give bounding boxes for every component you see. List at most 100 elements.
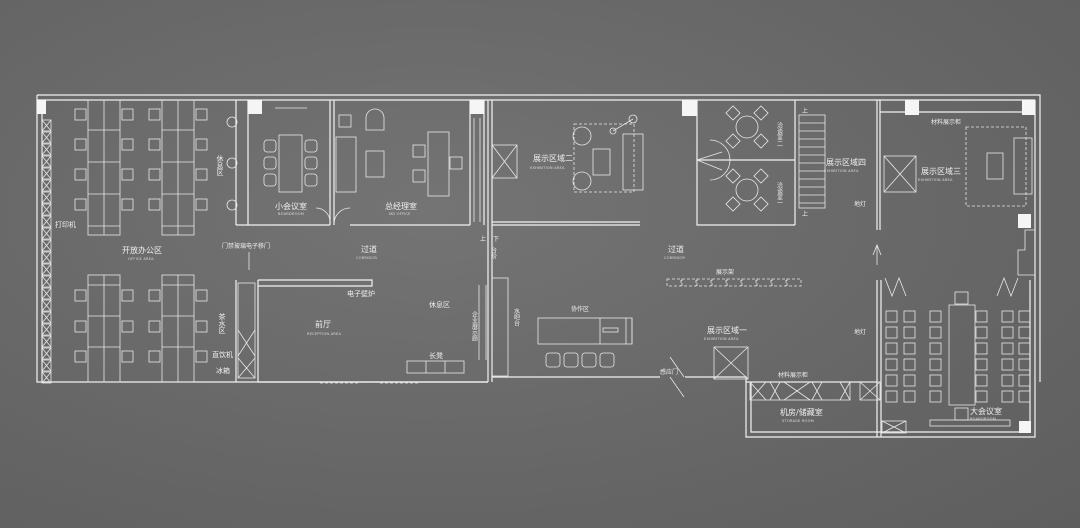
chair (74, 350, 87, 363)
cabinet-cross (41, 143, 52, 156)
chair (1001, 374, 1014, 387)
chair (725, 196, 741, 212)
label-meeting-room-1: 洽谈室一 (776, 181, 783, 206)
stairs (798, 114, 826, 209)
chair (1018, 374, 1031, 387)
chair (885, 342, 898, 355)
cabinet-unit (41, 299, 52, 312)
label-material-cabinet-1: 材料展示柜 (931, 118, 961, 126)
cabinet-cross (41, 179, 52, 192)
md-office-furniture (335, 108, 481, 222)
cabinet-cross (41, 371, 52, 384)
reception-furniture (237, 282, 487, 379)
rack-unit (756, 278, 772, 287)
label-fridge: 冰箱 (216, 366, 230, 375)
label-reception-en: RECEPTION AREA (307, 332, 341, 336)
stair-frame (798, 114, 826, 209)
exhibition-2-furniture (491, 114, 644, 193)
chair (121, 168, 134, 181)
chair (121, 108, 134, 121)
label-floor-light-1: 地灯 (854, 200, 866, 208)
chair (885, 358, 898, 371)
cabinet-unit (41, 191, 52, 204)
cabinet-unit (41, 371, 52, 384)
chair (929, 310, 942, 323)
chair (885, 310, 898, 323)
chair (1001, 326, 1014, 339)
desk-dividers (162, 275, 194, 382)
label-water-dispenser: 直饮机 (212, 350, 233, 359)
collaboration-furniture (491, 277, 749, 398)
rack-unit (771, 278, 787, 287)
cabinet-cross (41, 287, 52, 300)
label-storage-room-en: STORAGE ROOM (782, 419, 814, 423)
chair (975, 326, 988, 339)
cabinet-unit (41, 143, 52, 156)
label-up-1: 上 (480, 235, 486, 243)
cabinet-unit (41, 131, 52, 144)
chair (148, 198, 161, 211)
meeting-rooms-furniture (696, 105, 769, 212)
cabinet-unit (41, 179, 52, 192)
chair (148, 168, 161, 181)
chair (195, 320, 208, 333)
chair (1001, 358, 1014, 371)
label-rest-area: 休息区 (216, 154, 224, 176)
label-exhibition-2-en: EXHIBITION AREA (530, 166, 565, 170)
cabinet-unit (41, 263, 52, 276)
label-floor-light-2: 地灯 (854, 328, 866, 336)
chair (975, 374, 988, 387)
label-glass-door: 门禁玻璃电子移门 (222, 242, 270, 250)
cabinet-unit (41, 227, 52, 240)
chair (121, 350, 134, 363)
label-steps: 台阶 (490, 246, 497, 260)
cabinet-cross (41, 263, 52, 276)
label-office: 开放办公区 (122, 245, 162, 255)
chair (975, 342, 988, 355)
cabinet-cross (41, 359, 52, 372)
chair (725, 168, 741, 184)
label-gallery: 企业展示廊 (471, 310, 478, 342)
round-table (735, 178, 759, 202)
label-tea-area: 茶水区 (218, 312, 226, 334)
label-display-rack: 展示架 (716, 268, 734, 276)
chair (1018, 342, 1031, 355)
cabinet-cross (41, 275, 52, 288)
label-up-3: 上 (802, 210, 808, 218)
round-table (735, 115, 759, 139)
chair (74, 289, 87, 302)
chair (74, 168, 87, 181)
cabinet-unit (41, 311, 52, 324)
chair (975, 358, 988, 371)
cabinet-cross (41, 215, 52, 228)
cabinet-unit (41, 239, 52, 252)
cabinet-cross (41, 239, 52, 252)
cabinet-cross (41, 311, 52, 324)
chair (1018, 358, 1031, 371)
chair (1018, 310, 1031, 323)
label-small-boardroom: 小会议室 (275, 201, 307, 211)
labels: 打印机 开放办公区 OFFICE AREA 休息区 小会议室 BOARDROOM… (55, 107, 1002, 423)
chair (74, 108, 87, 121)
chair (929, 326, 942, 339)
label-collaboration: 协作区 (571, 305, 589, 313)
cabinet-unit (41, 215, 52, 228)
label-material-cabinet-2: 材料展示柜 (778, 371, 808, 379)
cabinet-unit (41, 167, 52, 180)
chair (195, 289, 208, 302)
label-exhibition-3: 展示区域三 (921, 166, 961, 176)
chair (1018, 390, 1031, 403)
chair (753, 133, 769, 149)
label-rest-area-2: 休息区 (429, 300, 450, 309)
desk-dividers (162, 100, 194, 235)
cabinet-unit (41, 251, 52, 264)
columns (37, 100, 1035, 433)
label-storage-room: 机房/储藏室 (780, 407, 823, 417)
label-corridor-2-en: CORRIDOR (664, 256, 685, 260)
cabinet-unit (41, 203, 52, 216)
label-boardroom: 大会议室 (970, 406, 1002, 416)
cabinet-cross (41, 299, 52, 312)
rack-unit (786, 278, 802, 287)
label-exhibition-3-en: EXHIBITION AREA (918, 178, 953, 182)
